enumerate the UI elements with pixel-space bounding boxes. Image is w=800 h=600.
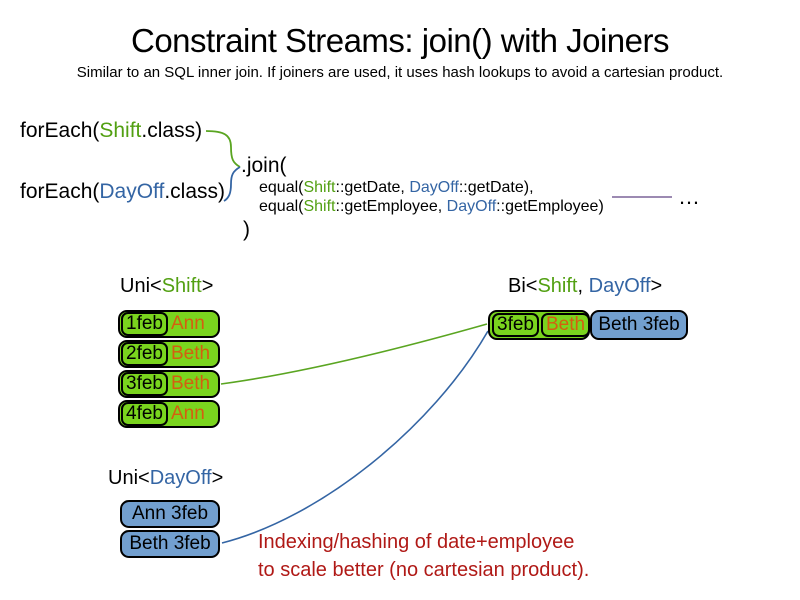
shift-employee-cell: Beth xyxy=(171,373,211,394)
bi-row: 3feb Beth Beth 3feb xyxy=(488,310,688,340)
shift-date-cell: 3feb xyxy=(121,372,168,396)
indexing-note-line2: to scale better (no cartesian product). xyxy=(258,559,590,581)
uni-dayoff-row: Ann 3feb xyxy=(120,500,220,528)
dayoff-type-token: DayOff xyxy=(409,179,459,196)
code-text: ::getEmployee, xyxy=(335,198,447,215)
code-join-close: ) xyxy=(243,218,250,241)
page-subtitle: Similar to an SQL inner join. If joiners… xyxy=(76,64,724,81)
label-text: > xyxy=(201,275,214,297)
shift-employee-cell: Beth xyxy=(541,313,591,337)
dayoff-type-token: DayOff xyxy=(99,180,165,203)
shift-type-token: Shift xyxy=(161,275,202,297)
uni-dayoff-row: Beth 3feb xyxy=(120,530,220,558)
code-text: ::getEmployee) xyxy=(496,198,604,215)
code-text: ::getDate), xyxy=(458,179,534,196)
uni-shift-row: 2feb Beth xyxy=(118,340,220,368)
shift-to-bi-connector-line xyxy=(220,323,488,385)
uni-shift-row: 1feb Ann xyxy=(118,310,220,338)
code-text: forEach( xyxy=(20,119,100,142)
label-text: Uni< xyxy=(108,467,150,489)
shift-date-cell: 2feb xyxy=(121,342,168,366)
bi-label: Bi<Shift, DayOff> xyxy=(508,275,662,298)
page-title: Constraint Streams: join() with Joiners xyxy=(130,22,670,59)
join-brace-shift-segment xyxy=(205,130,241,168)
shift-type-token: Shift xyxy=(537,275,578,297)
label-text: Uni< xyxy=(120,275,162,297)
code-joiner-employee: equal(Shift::getEmployee, DayOff::getEmp… xyxy=(259,198,604,216)
shift-type-token: Shift xyxy=(303,179,336,196)
uni-shift-row: 3feb Beth xyxy=(118,370,220,398)
more-joiners-ellipsis: … xyxy=(678,184,700,209)
code-text: .class) xyxy=(141,119,203,142)
code-foreach-shift: forEach(Shift.class) xyxy=(20,119,202,143)
uni-dayoff-label: Uni<DayOff> xyxy=(108,467,223,490)
dayoff-type-token: DayOff xyxy=(446,198,497,215)
code-joiner-date: equal(Shift::getDate, DayOff::getDate), xyxy=(259,179,534,197)
bi-shift-part: 3feb Beth xyxy=(488,310,591,340)
code-join-open: .join( xyxy=(241,154,287,177)
shift-date-cell: 3feb xyxy=(492,313,539,337)
dayoff-type-token: DayOff xyxy=(588,275,651,297)
label-text: Bi< xyxy=(508,275,538,297)
indexing-note: Indexing/hashing of date+employee to sca… xyxy=(258,528,589,584)
code-text: equal( xyxy=(259,198,304,215)
join-brace-dayoff-segment xyxy=(223,166,241,202)
code-text: equal( xyxy=(259,179,304,196)
uni-shift-row: 4feb Ann xyxy=(118,400,220,428)
label-text: , xyxy=(577,275,589,297)
shift-employee-cell: Ann xyxy=(171,403,205,424)
code-text: ::getDate, xyxy=(335,179,410,196)
shift-type-token: Shift xyxy=(99,119,142,142)
shift-employee-cell: Beth xyxy=(171,343,211,364)
shift-employee-cell: Ann xyxy=(171,313,205,334)
dayoff-type-token: DayOff xyxy=(149,467,212,489)
shift-date-cell: 4feb xyxy=(121,402,168,426)
bi-dayoff-part: Beth 3feb xyxy=(590,310,688,340)
dayoff-to-bi-connector-line xyxy=(221,330,489,544)
code-text: .class) xyxy=(164,180,226,203)
shift-date-cell: 1feb xyxy=(121,312,168,336)
uni-shift-label: Uni<Shift> xyxy=(120,275,213,298)
indexing-note-line1: Indexing/hashing of date+employee xyxy=(258,531,575,553)
label-text: > xyxy=(650,275,663,297)
shift-type-token: Shift xyxy=(303,198,336,215)
code-text: forEach( xyxy=(20,180,100,203)
label-text: > xyxy=(211,467,224,489)
code-foreach-dayoff: forEach(DayOff.class) xyxy=(20,180,225,204)
